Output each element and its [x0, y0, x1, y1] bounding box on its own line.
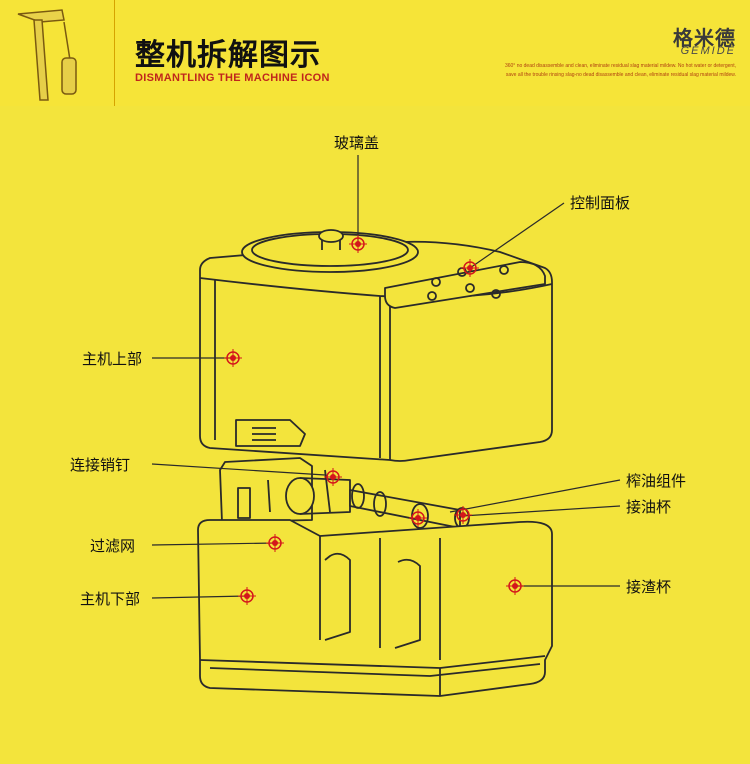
brand-logo-en: GEMIDE — [680, 45, 736, 57]
label-upper-body: 主机上部 — [82, 350, 143, 368]
marker-group — [224, 235, 524, 605]
marker-press-assembly — [409, 509, 427, 527]
marker-filter — [266, 534, 284, 552]
screwdriver-icon — [61, 21, 77, 95]
label-press-assembly: 榨油组件 — [626, 472, 687, 490]
brand-blurb: 360° no dead disassemble and clean, elim… — [504, 63, 736, 78]
brand-logo: 格米德 — [673, 26, 736, 50]
marker-connecting-pin — [324, 468, 342, 486]
label-connecting-pin: 连接销钉 — [70, 456, 131, 474]
header-divider — [114, 0, 115, 106]
marker-control-panel — [461, 259, 479, 277]
label-filter: 过滤网 — [90, 537, 136, 555]
label-glass-lid: 玻璃盖 — [334, 134, 380, 152]
leader-lines — [151, 155, 621, 599]
marker-oil-cup — [454, 506, 472, 524]
label-lower-body: 主机下部 — [80, 590, 141, 608]
label-oil-cup: 接油杯 — [626, 498, 672, 516]
marker-upper-body — [224, 349, 242, 367]
label-residue-cup: 接渣杯 — [626, 578, 672, 596]
label-control-panel: 控制面板 — [570, 194, 631, 212]
tools-illustration — [17, 9, 77, 101]
upper-body-part — [199, 229, 553, 462]
page-subtitle: DISMANTLING THE MACHINE ICON — [135, 72, 330, 84]
header-band — [0, 0, 750, 106]
hammer-icon — [17, 9, 65, 101]
page-title: 整机拆解图示 — [135, 38, 321, 73]
marker-lower-body — [238, 587, 256, 605]
lower-body-part — [197, 519, 553, 697]
marker-residue-cup — [506, 577, 524, 595]
press-assembly-part — [219, 457, 470, 529]
marker-glass-lid — [349, 235, 367, 253]
